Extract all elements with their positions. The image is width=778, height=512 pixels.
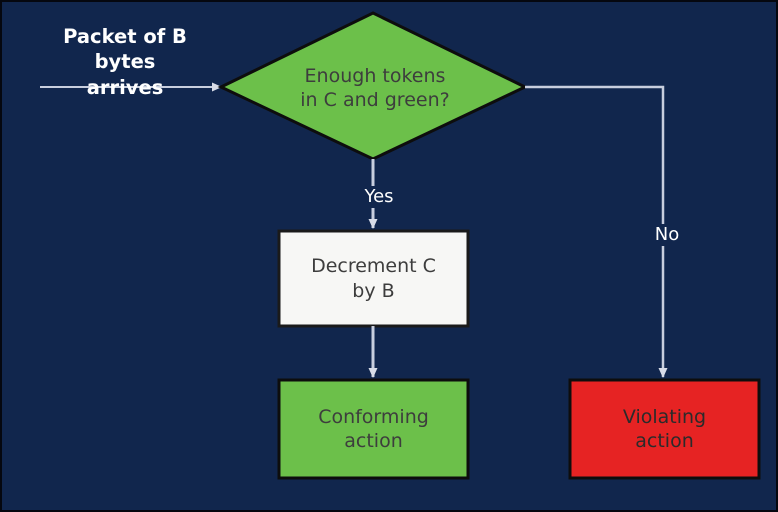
process-node[interactable] [279, 231, 468, 326]
conforming-node[interactable] [279, 380, 468, 478]
violating-node-shape[interactable] [568, 378, 761, 480]
edge-no-path [525, 85, 665, 224]
decision-node[interactable] [221, 13, 525, 159]
edge-label-yes: Yes [351, 186, 407, 208]
conforming-node-shape[interactable] [277, 378, 470, 480]
entry-caption: Packet of B bytes arrives [63, 25, 187, 99]
violating-node[interactable] [570, 380, 759, 478]
edge-label-no: No [641, 224, 693, 246]
process-node-shape[interactable] [277, 229, 470, 328]
